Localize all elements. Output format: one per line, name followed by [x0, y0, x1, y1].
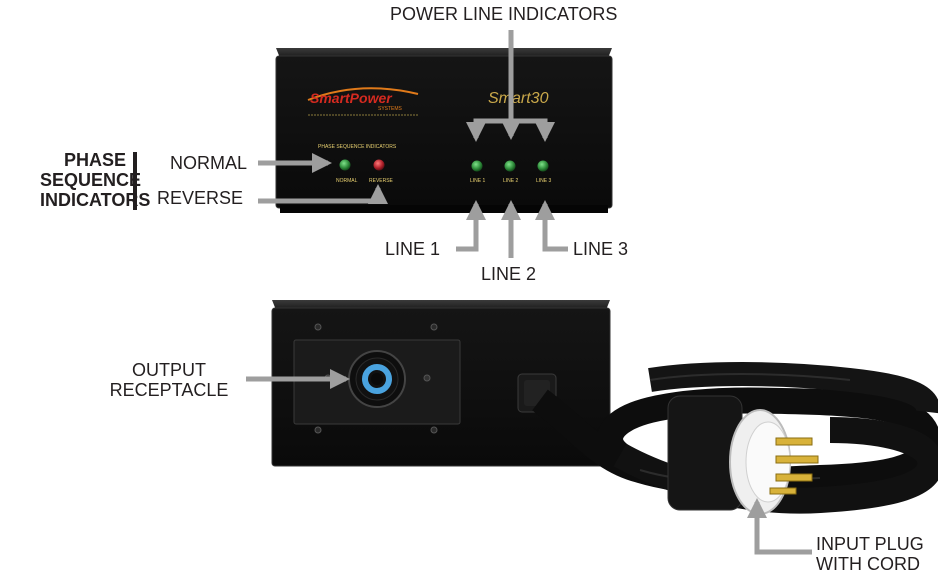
smartpower-logo: SmartPower SYSTEMS	[307, 87, 419, 116]
line3-label: LINE 3	[573, 239, 629, 259]
input-label-line1: INPUT PLUG	[816, 534, 924, 554]
power-line-indicators-title: POWER LINE INDICATORS	[390, 4, 618, 24]
phase-panel-title: PHASE SEQUENCE INDICATORS	[318, 144, 397, 150]
model-text: Smart30	[488, 90, 549, 107]
reverse-led	[373, 159, 385, 171]
line2-label: LINE 2	[481, 264, 537, 284]
line2-led	[504, 160, 516, 172]
normal-led	[339, 159, 351, 171]
brand-sub-text: SYSTEMS	[378, 106, 403, 112]
output-label-line1: OUTPUT	[132, 360, 206, 380]
led-normal-label: NORMAL	[336, 178, 358, 184]
input-plug	[667, 395, 819, 515]
normal-label: NORMAL	[170, 153, 248, 173]
front-unit: SmartPower SYSTEMS Smart30 PHASE SEQUENC…	[275, 48, 613, 213]
output-receptacle-label: OUTPUT RECEPTACLE	[103, 360, 235, 400]
rear-unit	[271, 300, 611, 467]
input-plug-label: INPUT PLUG WITH CORD	[816, 534, 924, 574]
led-line2-label: LINE 2	[503, 178, 519, 184]
phase-bracket	[133, 152, 137, 210]
line1-label: LINE 1	[385, 239, 441, 259]
led-reverse-label: REVERSE	[369, 178, 394, 184]
phase-sequence-heading: PHASE SEQUENCE INDICATORS	[40, 150, 151, 210]
line1-led	[471, 160, 483, 172]
line3-led	[537, 160, 549, 172]
led-line3-label: LINE 3	[536, 178, 552, 184]
input-label-line2: WITH CORD	[816, 554, 920, 574]
reverse-label: REVERSE	[157, 188, 244, 208]
phase-heading-line2: SEQUENCE	[40, 170, 142, 190]
brand-text: SmartPower	[310, 90, 393, 106]
led-line1-label: LINE 1	[470, 178, 486, 184]
output-receptacle	[348, 350, 406, 408]
phase-heading-line1: PHASE	[63, 150, 126, 170]
phase-heading-line3: INDICATORS	[40, 190, 151, 210]
callout-lines	[246, 30, 812, 555]
output-label-line2: RECEPTACLE	[109, 380, 229, 400]
